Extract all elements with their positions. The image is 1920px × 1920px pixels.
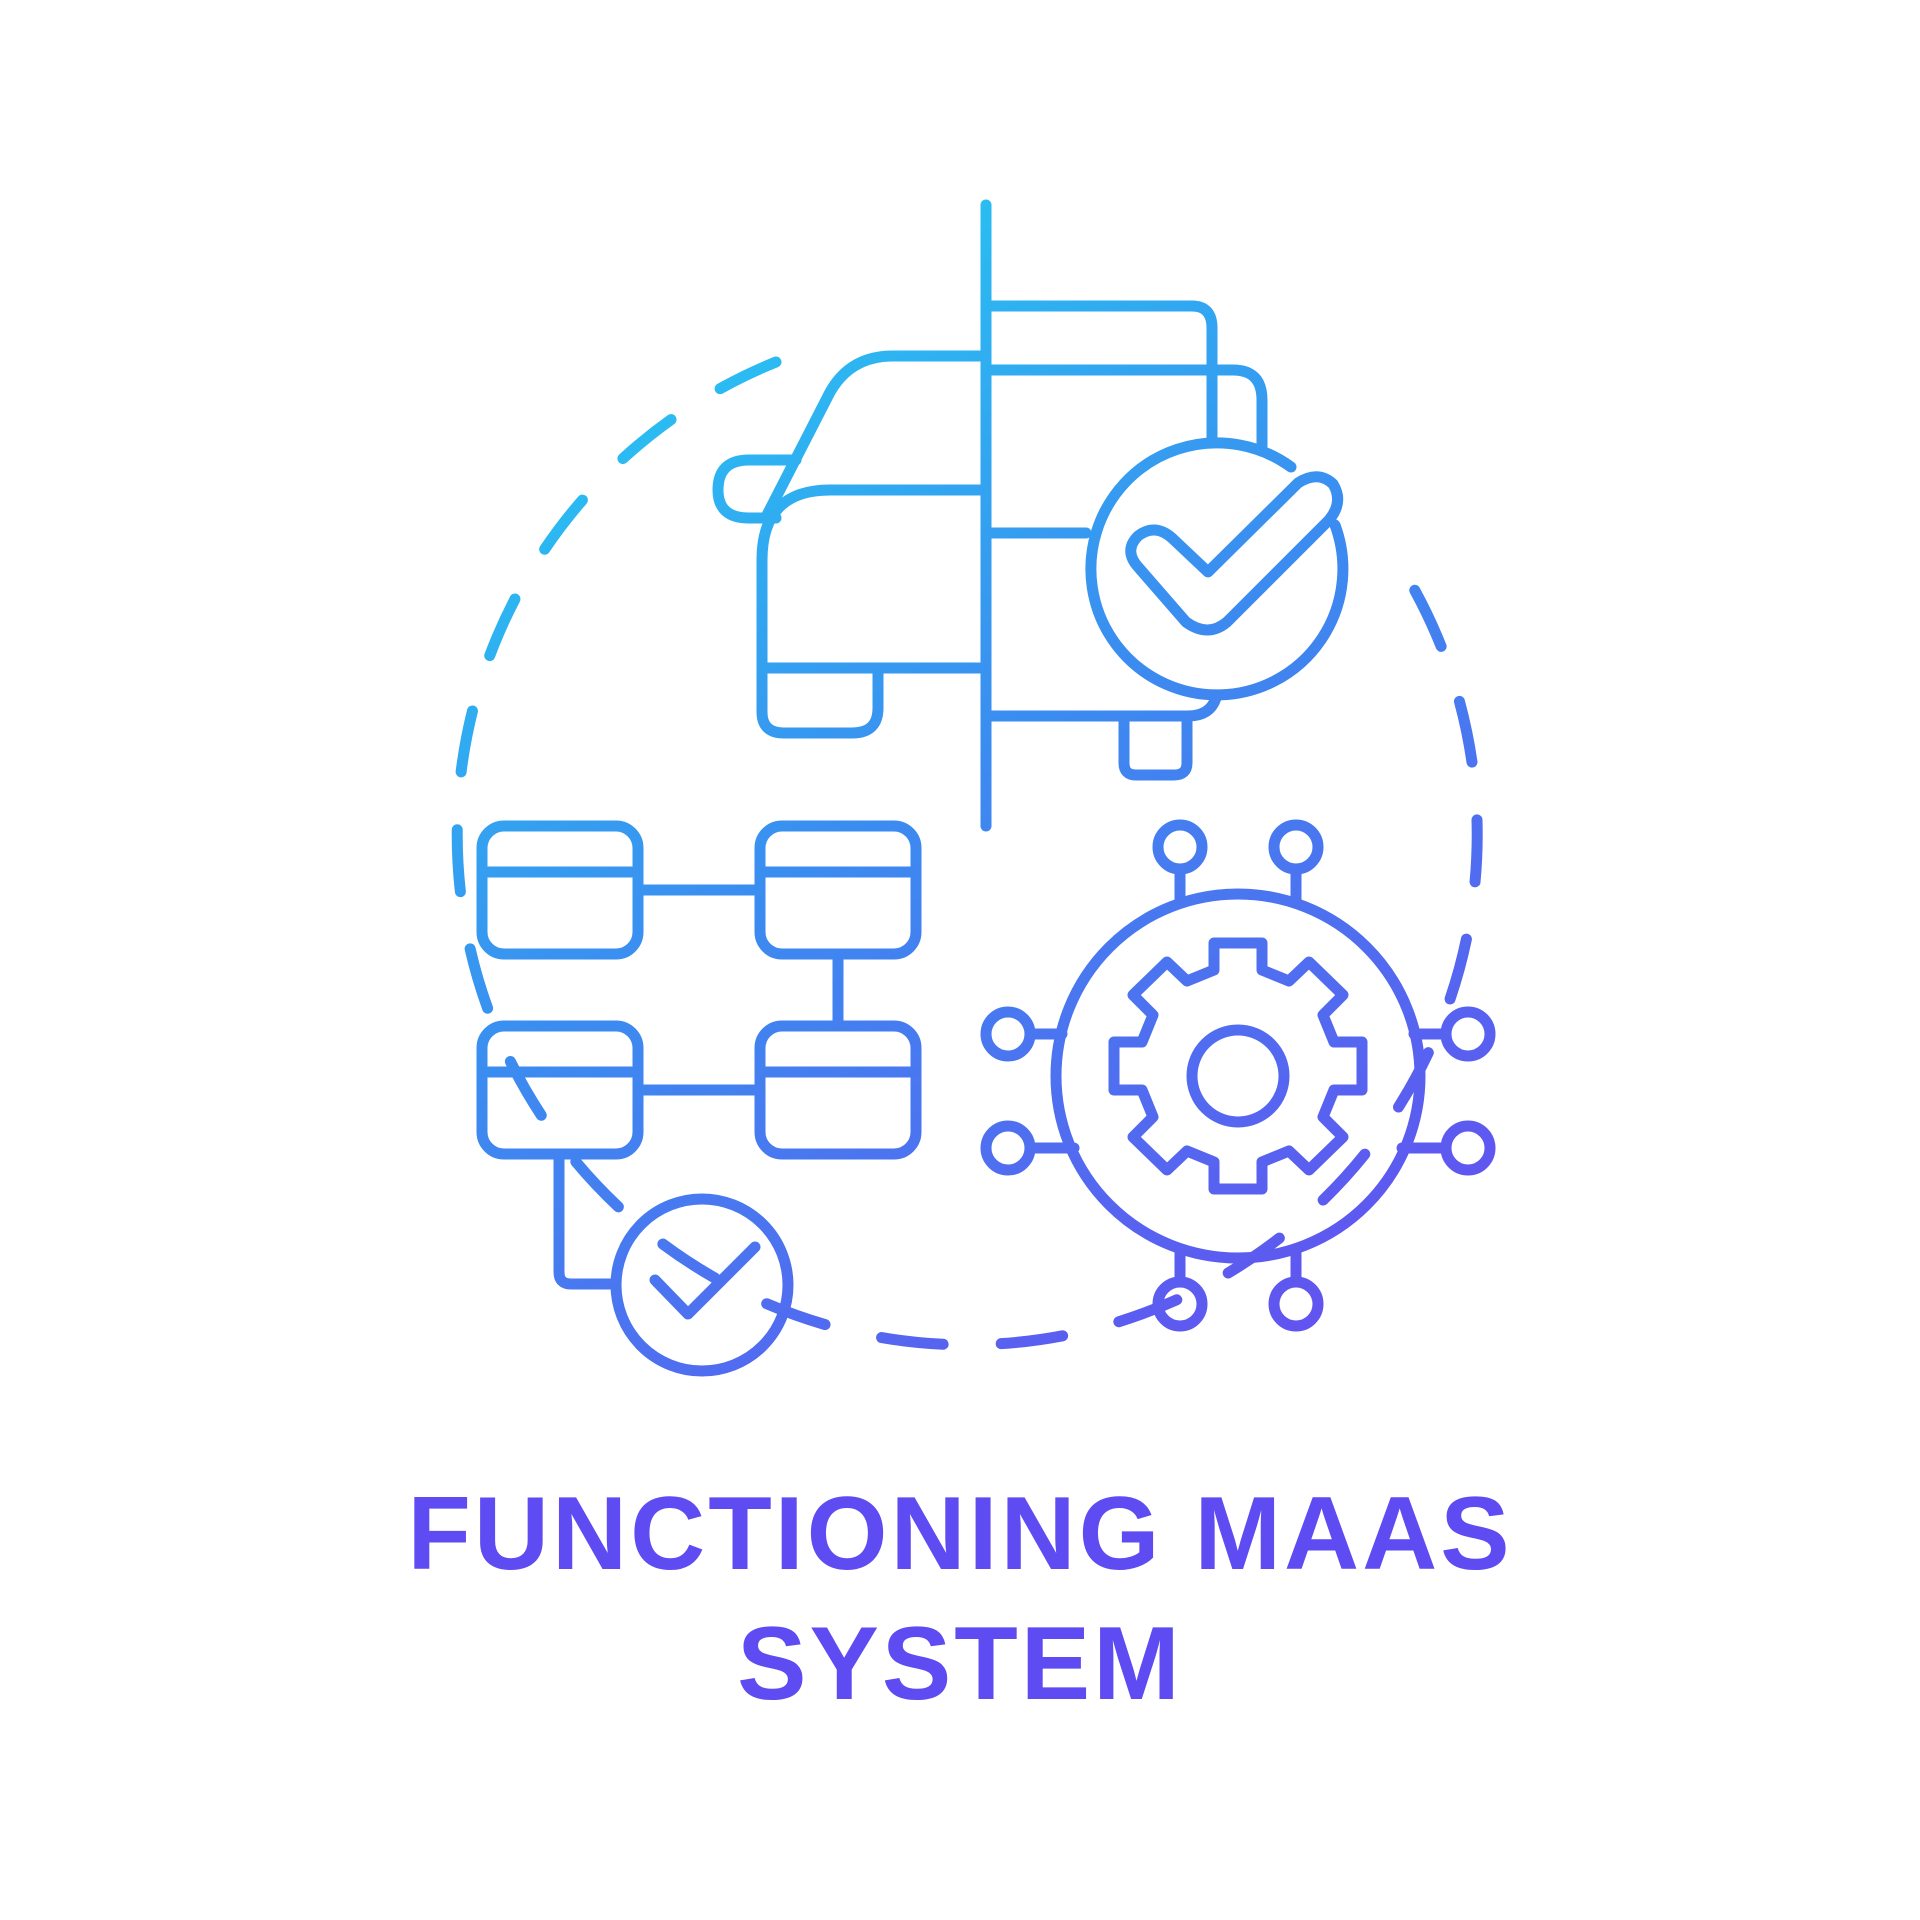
flowchart-icon	[476, 820, 922, 1377]
checkmark-badge-icon	[1085, 437, 1349, 701]
building-icon	[980, 199, 1268, 832]
caption-title-line-2: SYSTEM	[737, 1606, 1183, 1722]
car-icon	[712, 350, 986, 739]
caption-title-line-1: FUNCTIONING MAAS	[407, 1476, 1513, 1592]
gear-network-icon	[980, 819, 1496, 1332]
dashed-circle-arc	[451, 356, 1483, 1351]
